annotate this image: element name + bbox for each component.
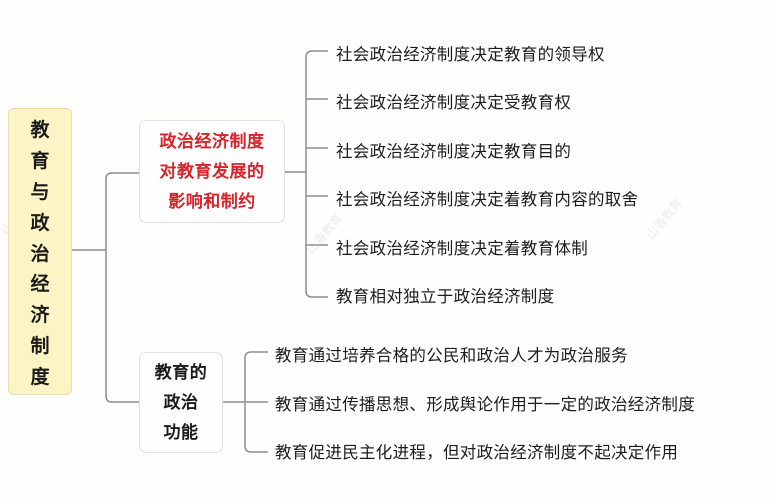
root-char: 治 [30,242,50,265]
branch-label-line: 政治 [163,392,199,413]
root-char: 教 [30,119,50,141]
leaf-node[interactable]: 社会政治经济制度决定受教育权 [336,93,572,112]
branch-label-line: 功能 [163,422,199,443]
branch-node-influence[interactable]: 政治经济制度 对教育发展的 影响和制约 [139,120,285,223]
root-char: 制 [30,335,50,358]
leaf-node[interactable]: 社会政治经济制度决定着教育体制 [336,239,588,258]
branch-node-political-function[interactable]: 教育的 政治 功能 [139,352,223,453]
root-char: 育 [30,149,50,172]
leaf-node[interactable]: 教育相对独立于政治经济制度 [336,287,555,306]
root-node[interactable]: 教 育 与 政 治 经 济 制 度 [8,108,72,395]
root-char: 与 [30,180,50,203]
leaf-node[interactable]: 教育促进民主化进程，但对政治经济制度不起决定作用 [275,443,679,462]
branch-label-line: 对教育发展的 [159,161,265,182]
root-char: 度 [30,366,50,388]
leaf-node[interactable]: 社会政治经济制度决定教育的领导权 [336,45,605,64]
branch-label-line: 政治经济制度 [159,131,265,152]
leaf-node[interactable]: 教育通过培养合格的公民和政治人才为政治服务 [275,346,628,365]
root-char: 济 [30,304,50,327]
branch-label-line: 影响和制约 [168,191,256,212]
leaf-node[interactable]: 社会政治经济制度决定着教育内容的取舍 [336,190,639,209]
root-char: 经 [30,273,50,296]
branch-label-line: 教育的 [154,362,208,383]
root-char: 政 [30,211,50,234]
leaf-node[interactable]: 教育通过传播思想、形成舆论作用于一定的政治经济制度 [275,395,695,414]
leaf-node[interactable]: 社会政治经济制度决定教育目的 [336,142,572,161]
